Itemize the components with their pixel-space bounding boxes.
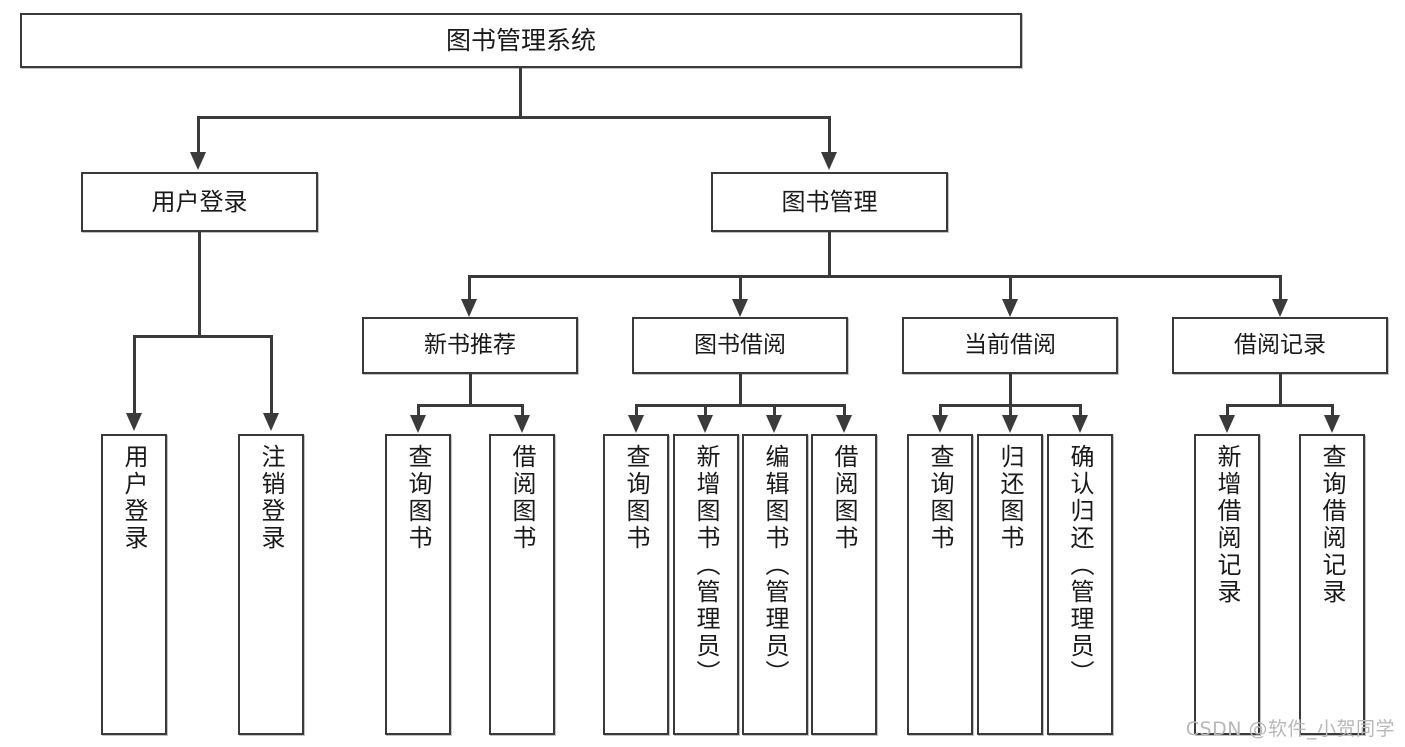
leaf-borrow-book-recommend[interactable]: 借阅图书 xyxy=(489,434,555,735)
leaf-label: 查询图书 xyxy=(622,444,650,552)
node-label: 图书借阅 xyxy=(694,331,786,358)
leaf-confirm-return-admin[interactable]: 确认归还（管理员） xyxy=(1047,434,1113,735)
arrow-current-borrow-child-2 xyxy=(1002,415,1018,433)
connector-root-stem xyxy=(519,68,522,118)
connector-borrow-record-bar xyxy=(1226,404,1334,407)
connector-book-management-stem xyxy=(828,232,831,277)
connector-book-management-bar xyxy=(468,275,1282,278)
arrow-bm-to-new-book xyxy=(461,299,477,317)
connector-book-borrow-stem xyxy=(739,374,742,406)
connector-bm-to-borrow-record xyxy=(1279,275,1282,301)
node-book-management[interactable]: 图书管理 xyxy=(711,172,948,232)
arrow-current-borrow-child-1 xyxy=(932,415,948,433)
leaf-query-borrow-record[interactable]: 查询借阅记录 xyxy=(1299,434,1365,735)
connector-new-book-bar xyxy=(417,404,524,407)
node-book-management-system[interactable]: 图书管理系统 xyxy=(20,13,1022,68)
leaf-add-book-admin[interactable]: 新增图书（管理员） xyxy=(673,434,739,735)
arrow-bm-to-borrow-record xyxy=(1272,299,1288,317)
leaf-query-book-current[interactable]: 查询图书 xyxy=(907,434,973,735)
connector-current-borrow-child-2 xyxy=(1009,404,1012,418)
arrow-book-borrow-child-3 xyxy=(766,415,782,433)
node-current-borrow[interactable]: 当前借阅 xyxy=(902,317,1118,374)
connector-user-login-stem xyxy=(198,232,201,337)
node-label: 图书管理 xyxy=(781,187,878,216)
leaf-label: 用户登录 xyxy=(120,444,148,552)
connector-bm-to-current-borrow xyxy=(1009,275,1012,301)
connector-current-borrow-child-1 xyxy=(939,404,942,418)
node-label: 用户登录 xyxy=(151,187,248,216)
leaf-label: 新增图书（管理员） xyxy=(692,444,720,687)
arrow-current-borrow-child-3 xyxy=(1072,415,1088,433)
node-label: 新书推荐 xyxy=(424,331,516,358)
connector-user-login-child-2 xyxy=(270,335,273,415)
leaf-return-book[interactable]: 归还图书 xyxy=(977,434,1043,735)
leaf-edit-book-admin[interactable]: 编辑图书（管理员） xyxy=(742,434,808,735)
arrow-new-book-child-2 xyxy=(514,415,530,433)
leaf-borrow-book[interactable]: 借阅图书 xyxy=(811,434,877,735)
leaf-query-book-borrow[interactable]: 查询图书 xyxy=(603,434,669,735)
leaf-label: 查询图书 xyxy=(404,444,432,552)
leaf-label: 查询借阅记录 xyxy=(1318,444,1346,606)
node-book-borrow[interactable]: 图书借阅 xyxy=(632,317,848,374)
connector-book-borrow-bar xyxy=(635,404,846,407)
leaf-label: 注销登录 xyxy=(257,444,285,552)
arrow-book-borrow-child-4 xyxy=(836,415,852,433)
leaf-label: 借阅图书 xyxy=(830,444,858,552)
connector-root-to-book-management xyxy=(828,116,831,154)
connector-new-book-child-1 xyxy=(417,404,420,418)
arrow-bm-to-current-borrow xyxy=(1002,299,1018,317)
connector-new-book-stem xyxy=(469,374,472,406)
arrow-root-to-user-login xyxy=(190,152,206,170)
leaf-add-borrow-record[interactable]: 新增借阅记录 xyxy=(1194,434,1260,735)
connector-root-bar xyxy=(197,116,831,119)
arrow-book-borrow-child-1 xyxy=(628,415,644,433)
arrow-bm-to-book-borrow xyxy=(732,299,748,317)
leaf-label: 编辑图书（管理员） xyxy=(761,444,789,687)
connector-user-login-child-1 xyxy=(133,335,136,415)
leaf-user-login[interactable]: 用户登录 xyxy=(101,434,167,735)
arrow-root-to-book-management xyxy=(821,152,837,170)
leaf-label: 归还图书 xyxy=(996,444,1024,552)
arrow-user-login-child-2 xyxy=(263,413,279,431)
connector-borrow-record-child-1 xyxy=(1226,404,1229,418)
node-label: 借阅记录 xyxy=(1234,331,1326,358)
connector-root-to-user-login xyxy=(197,116,200,154)
node-user-login[interactable]: 用户登录 xyxy=(81,172,318,232)
leaf-label: 确认归还（管理员） xyxy=(1066,444,1094,687)
arrow-new-book-child-1 xyxy=(410,415,426,433)
connector-current-borrow-stem xyxy=(1009,374,1012,406)
arrow-book-borrow-child-2 xyxy=(697,415,713,433)
arrow-borrow-record-child-2 xyxy=(1324,415,1340,433)
arrow-borrow-record-child-1 xyxy=(1219,415,1235,433)
connector-borrow-record-stem xyxy=(1279,374,1282,406)
connector-book-borrow-child-2 xyxy=(704,404,707,418)
leaf-label: 查询图书 xyxy=(926,444,954,552)
node-new-book-recommend[interactable]: 新书推荐 xyxy=(362,317,578,374)
connector-current-borrow-child-3 xyxy=(1079,404,1082,418)
connector-borrow-record-child-2 xyxy=(1331,404,1334,418)
leaf-query-book-recommend[interactable]: 查询图书 xyxy=(385,434,451,735)
leaf-logout[interactable]: 注销登录 xyxy=(238,434,304,735)
node-label: 当前借阅 xyxy=(964,331,1056,358)
node-borrow-record[interactable]: 借阅记录 xyxy=(1172,317,1388,374)
connector-new-book-child-2 xyxy=(521,404,524,418)
arrow-user-login-child-1 xyxy=(126,413,142,431)
connector-book-borrow-child-4 xyxy=(843,404,846,418)
leaf-label: 新增借阅记录 xyxy=(1213,444,1241,606)
connector-user-login-bar xyxy=(133,335,273,338)
connector-bm-to-book-borrow xyxy=(739,275,742,301)
connector-bm-to-new-book xyxy=(468,275,471,301)
leaf-label: 借阅图书 xyxy=(508,444,536,552)
node-label: 图书管理系统 xyxy=(445,25,596,55)
connector-book-borrow-child-1 xyxy=(635,404,638,418)
connector-book-borrow-child-3 xyxy=(773,404,776,418)
